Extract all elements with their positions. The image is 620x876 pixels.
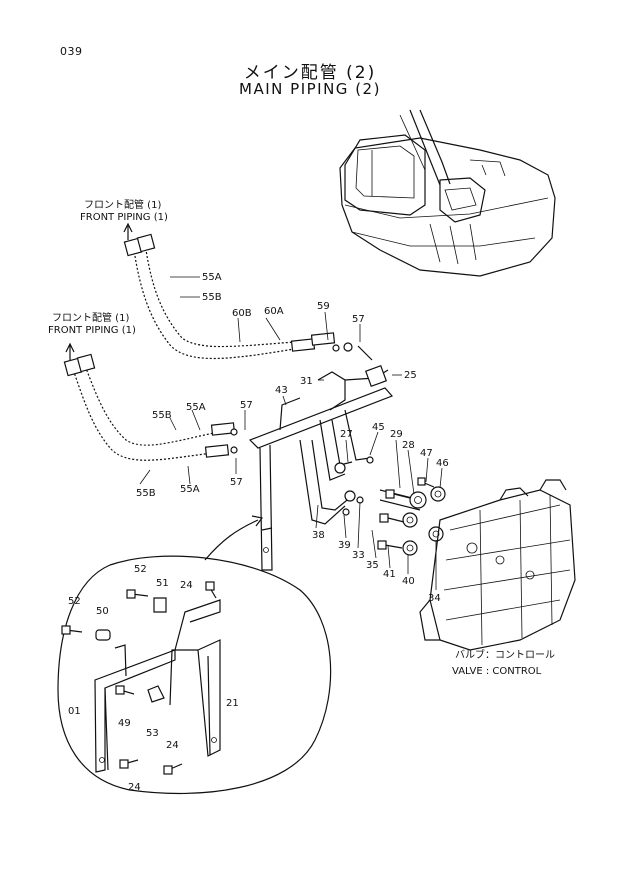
- part-label-57-top: 57: [352, 314, 365, 325]
- pipe-and-bracket-assembly: [248, 345, 446, 571]
- part-label-34: 34: [428, 593, 441, 604]
- part-label-38: 38: [312, 530, 325, 541]
- note-front-piping-lower-jp: フロント配管 (1): [52, 311, 129, 324]
- note-front-piping-lower-en: FRONT PIPING (1): [48, 325, 136, 336]
- part-label-60b: 60B: [232, 308, 252, 319]
- note-front-piping-upper-jp: フロント配管 (1): [84, 198, 161, 211]
- callout-leaders: [139, 276, 443, 590]
- part-label-55a-low: 55A: [180, 484, 200, 495]
- part-label-49: 49: [118, 718, 131, 729]
- part-label-60a: 60A: [264, 306, 284, 317]
- part-label-55b-mid: 55B: [152, 410, 172, 421]
- note-valve-jp: バルブ：コントロール: [455, 648, 555, 661]
- part-label-40: 40: [402, 576, 415, 587]
- part-label-46: 46: [436, 458, 449, 469]
- part-label-55b-top: 55B: [202, 292, 222, 303]
- part-label-57-low: 57: [230, 477, 243, 488]
- part-label-55a-top: 55A: [202, 272, 222, 283]
- hose-assembly-upper: [123, 222, 353, 361]
- part-label-52-a: 52: [134, 564, 147, 575]
- part-label-59: 59: [317, 301, 330, 312]
- part-label-47: 47: [420, 448, 433, 459]
- part-label-01: 01: [68, 706, 81, 717]
- part-label-57-mid: 57: [240, 400, 253, 411]
- part-label-41: 41: [383, 569, 396, 580]
- part-label-29: 29: [390, 429, 403, 440]
- part-label-35: 35: [366, 560, 379, 571]
- part-label-50: 50: [96, 606, 109, 617]
- part-label-55b-low: 55B: [136, 488, 156, 499]
- detail-circle: [57, 515, 332, 795]
- part-label-25: 25: [404, 370, 417, 381]
- part-label-39: 39: [338, 540, 351, 551]
- note-valve-en: VALVE : CONTROL: [452, 666, 542, 677]
- part-label-31: 31: [300, 376, 313, 387]
- page-title-japanese: メイン配管 (2): [243, 63, 377, 83]
- control-valve-illustration: [419, 479, 576, 651]
- part-label-52-b: 52: [68, 596, 81, 607]
- part-label-51: 51: [156, 578, 169, 589]
- page-title-english: MAIN PIPING (2): [239, 80, 381, 98]
- part-label-27: 27: [340, 429, 353, 440]
- part-label-43: 43: [275, 385, 288, 396]
- part-label-24-c: 24: [128, 782, 141, 793]
- part-label-45: 45: [372, 422, 385, 433]
- part-label-24-a: 24: [180, 580, 193, 591]
- part-label-53: 53: [146, 728, 159, 739]
- page-number: 039: [60, 45, 83, 58]
- part-label-24-b: 24: [166, 740, 179, 751]
- part-label-21: 21: [226, 698, 239, 709]
- part-label-33: 33: [352, 550, 365, 561]
- excavator-overview-illustration: [339, 109, 556, 277]
- hose-assembly-lower: [63, 342, 238, 462]
- part-label-28: 28: [402, 440, 415, 451]
- note-front-piping-upper-en: FRONT PIPING (1): [80, 212, 168, 223]
- part-label-55a-mid: 55A: [186, 402, 206, 413]
